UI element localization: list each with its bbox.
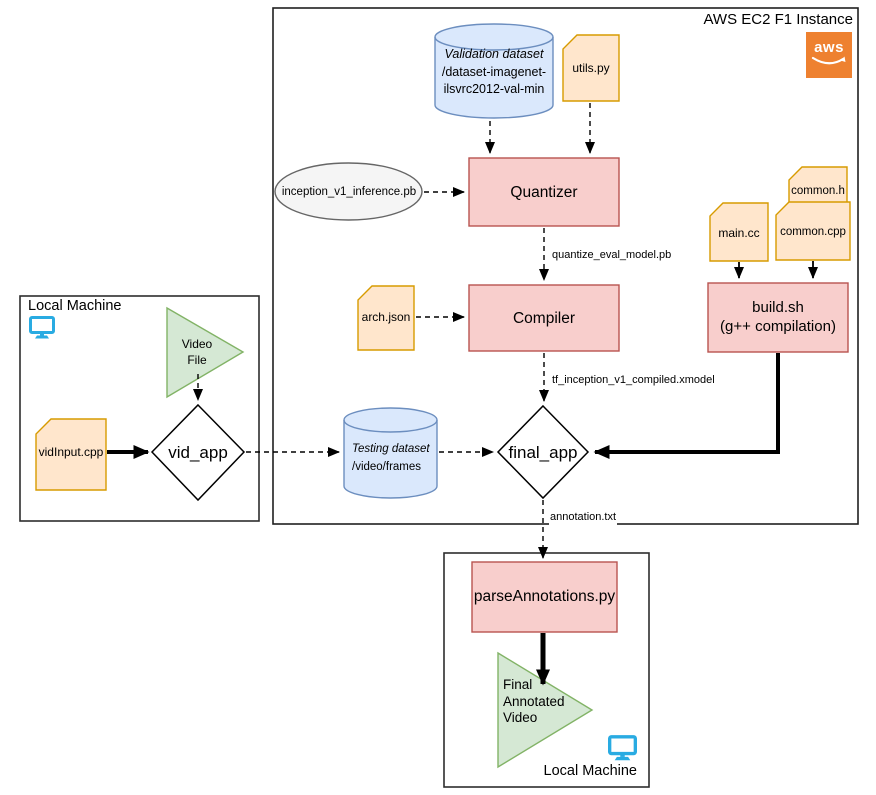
build-sh-box	[707, 282, 849, 353]
local-machine-left-box	[19, 295, 260, 522]
validation-dataset-cylinder	[434, 23, 554, 119]
monitor-icon	[608, 735, 637, 766]
validation-dataset-label: Validation dataset /dataset-imagenet- il…	[441, 47, 547, 96]
local-left-box-title: Local Machine	[28, 298, 122, 314]
video-file-triangle	[166, 306, 245, 399]
annotation-edge-label: annotation.txt	[549, 511, 618, 525]
local-bottom-box-title: Local Machine	[543, 763, 638, 779]
quantizer-box	[468, 157, 620, 227]
final-app-label: final_app	[508, 443, 578, 462]
final-video-label: Final Annotated Video	[503, 677, 565, 725]
parse-annotations-box	[471, 561, 618, 633]
video-file-label: Video File	[181, 337, 213, 367]
main-cc-label: main.cc	[718, 226, 760, 240]
arch-json-label: arch.json	[361, 310, 411, 324]
utils-py-label: utils.py	[572, 61, 610, 75]
arch-json-card	[357, 285, 415, 351]
build-sh-label: build.sh (g++ compilation)	[720, 299, 836, 335]
common-cpp-card	[775, 201, 851, 261]
utils-py-card	[562, 34, 620, 102]
vid-app-diamond	[150, 403, 246, 502]
compiler-box	[468, 284, 620, 352]
compiled-model-edge-label: tf_inception_v1_compiled.xmodel	[551, 374, 716, 388]
vid-app-label: vid_app	[168, 443, 228, 462]
parse-annotations-label: parseAnnotations.py	[473, 588, 616, 605]
quantize-model-edge-label: quantize_eval_model.pb	[551, 249, 673, 263]
vidinput-cpp-card	[35, 418, 107, 491]
aws-box-title: AWS EC2 F1 Instance	[703, 11, 853, 28]
testing-dataset-cylinder	[343, 407, 438, 499]
testing-dataset-label: Testing dataset /video/frames	[352, 443, 430, 473]
vidinput-cpp-label: vidInput.cpp	[38, 445, 104, 459]
monitor-icon	[29, 316, 55, 344]
quantizer-label: Quantizer	[510, 184, 578, 201]
main-cc-card	[709, 202, 769, 262]
inception-model-ellipse	[274, 162, 423, 221]
aws-logo: aws	[806, 32, 852, 78]
aws-logo-text: aws	[814, 39, 844, 56]
compiler-label: Compiler	[512, 310, 575, 327]
common-h-label: common.h	[791, 185, 845, 197]
final-app-diamond	[496, 404, 590, 500]
common-cpp-label: common.cpp	[780, 226, 846, 238]
aws-smile-icon	[811, 56, 846, 65]
edge-build-to-final-app	[593, 353, 780, 459]
inception-model-label: inception_v1_inference.pb	[281, 186, 417, 198]
